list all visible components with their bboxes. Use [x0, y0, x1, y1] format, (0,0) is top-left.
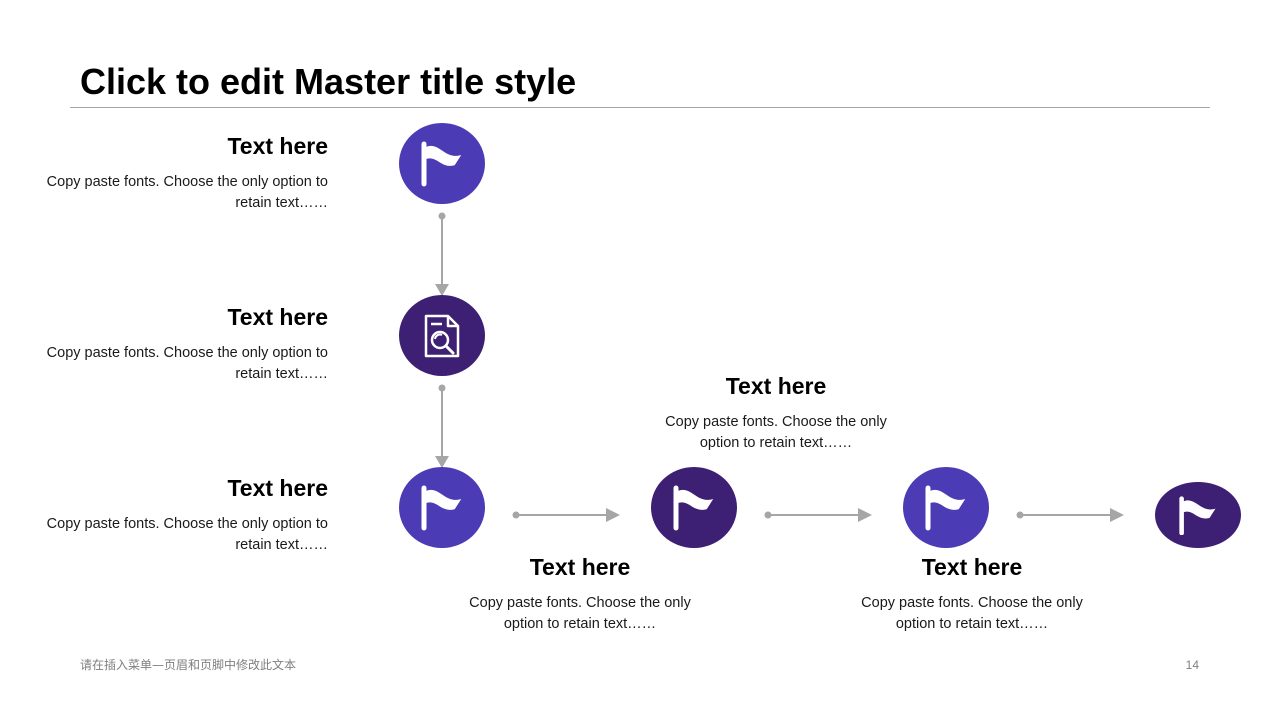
step-1-text[interactable]: Text here Copy paste fonts. Choose the o… [30, 131, 328, 214]
step-5-text[interactable]: Text here Copy paste fonts. Choose the o… [646, 371, 906, 454]
footer-text[interactable]: 请在插入菜单—页眉和页脚中修改此文本 [80, 658, 297, 672]
step-4-circle[interactable] [651, 467, 737, 548]
flag-icon [673, 485, 714, 530]
step-6-heading: Text here [921, 554, 1023, 580]
step-6-circle[interactable] [1155, 482, 1241, 548]
step-2-text[interactable]: Text here Copy paste fonts. Choose the o… [30, 302, 328, 385]
step-1-heading: Text here [227, 133, 328, 159]
step-5-body: Copy paste fonts. Choose the only option… [665, 414, 887, 451]
slide-title[interactable]: Click to edit Master title style [80, 61, 577, 102]
step-3-circle[interactable] [399, 467, 485, 548]
step-4-text[interactable]: Text here Copy paste fonts. Choose the o… [450, 552, 710, 635]
step-3-text[interactable]: Text here Copy paste fonts. Choose the o… [30, 473, 328, 556]
step-4-body: Copy paste fonts. Choose the only option… [469, 595, 691, 632]
step-1-body: Copy paste fonts. Choose the only option… [46, 174, 328, 211]
page-number: 14 [1185, 658, 1199, 672]
flag-icon [925, 485, 966, 530]
step-6-body: Copy paste fonts. Choose the only option… [861, 595, 1083, 632]
step-3-body: Copy paste fonts. Choose the only option… [46, 516, 328, 553]
step-4-heading: Text here [529, 554, 631, 580]
step-3-heading: Text here [227, 475, 328, 501]
connector-vertical-2 [435, 384, 449, 468]
connector-horizontal-3 [1016, 508, 1124, 522]
flag-icon [421, 141, 462, 186]
flag-icon [1179, 496, 1216, 535]
step-5-circle[interactable] [903, 467, 989, 548]
flag-icon [421, 485, 462, 530]
step-2-body: Copy paste fonts. Choose the only option… [46, 345, 328, 382]
connector-horizontal-1 [512, 508, 620, 522]
connector-vertical-1 [435, 212, 449, 296]
title-divider [70, 107, 1210, 108]
step-2-circle[interactable] [399, 295, 485, 376]
document-search-icon [424, 314, 460, 357]
connector-horizontal-2 [764, 508, 872, 522]
step-1-circle[interactable] [399, 123, 485, 204]
step-6-text[interactable]: Text here Copy paste fonts. Choose the o… [842, 552, 1102, 635]
step-5-heading: Text here [725, 373, 827, 399]
step-2-heading: Text here [227, 304, 328, 330]
